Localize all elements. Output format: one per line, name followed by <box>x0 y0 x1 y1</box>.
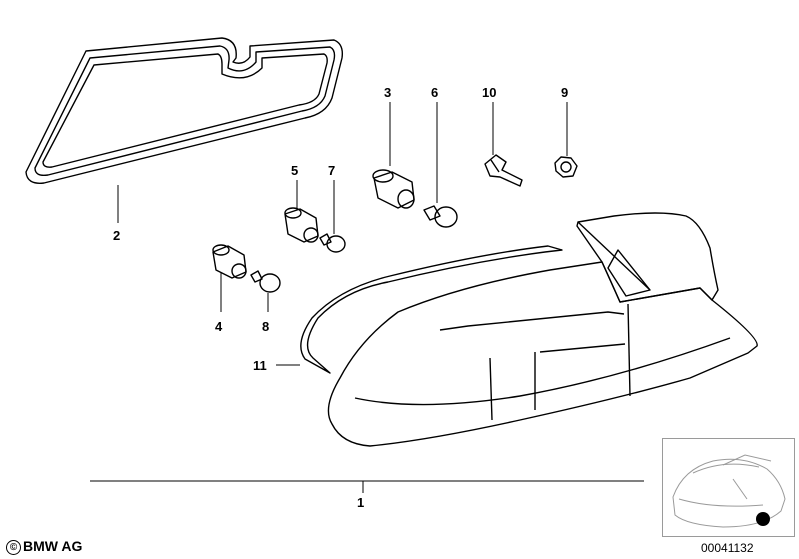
callout-4: 4 <box>215 319 223 334</box>
callout-5: 5 <box>291 163 298 178</box>
connector-10[interactable] <box>484 154 523 187</box>
bulb-socket-small[interactable] <box>212 244 247 279</box>
callout-8: 8 <box>262 319 269 334</box>
callout-6: 6 <box>431 85 438 100</box>
copyright-text: BMW AG <box>23 538 83 554</box>
callout-7: 7 <box>328 163 335 178</box>
callout-9: 9 <box>561 85 568 100</box>
bulb-6[interactable] <box>423 205 458 228</box>
bulb-socket-medium[interactable] <box>284 207 319 243</box>
car-rear-location-icon <box>672 454 786 528</box>
tail-light-housing-1[interactable] <box>327 212 758 447</box>
seal-strip-11[interactable] <box>300 245 563 374</box>
copyright-symbol: © <box>6 540 21 555</box>
vehicle-location-thumbnail <box>662 438 795 537</box>
bulb-socket-large[interactable] <box>372 169 415 209</box>
gasket-part[interactable] <box>25 37 344 184</box>
callout-10: 10 <box>482 85 496 100</box>
diagram-reference-number: 00041132 <box>701 541 754 555</box>
bulb-7[interactable] <box>319 233 346 253</box>
callout-2: 2 <box>113 228 120 243</box>
callout-3: 3 <box>384 85 391 100</box>
bulb-8[interactable] <box>250 270 281 293</box>
grommet-nut-9[interactable] <box>554 156 578 178</box>
callout-1: 1 <box>357 495 364 510</box>
callout-11: 11 <box>253 358 267 373</box>
copyright-notice: ©BMW AG <box>6 538 82 555</box>
